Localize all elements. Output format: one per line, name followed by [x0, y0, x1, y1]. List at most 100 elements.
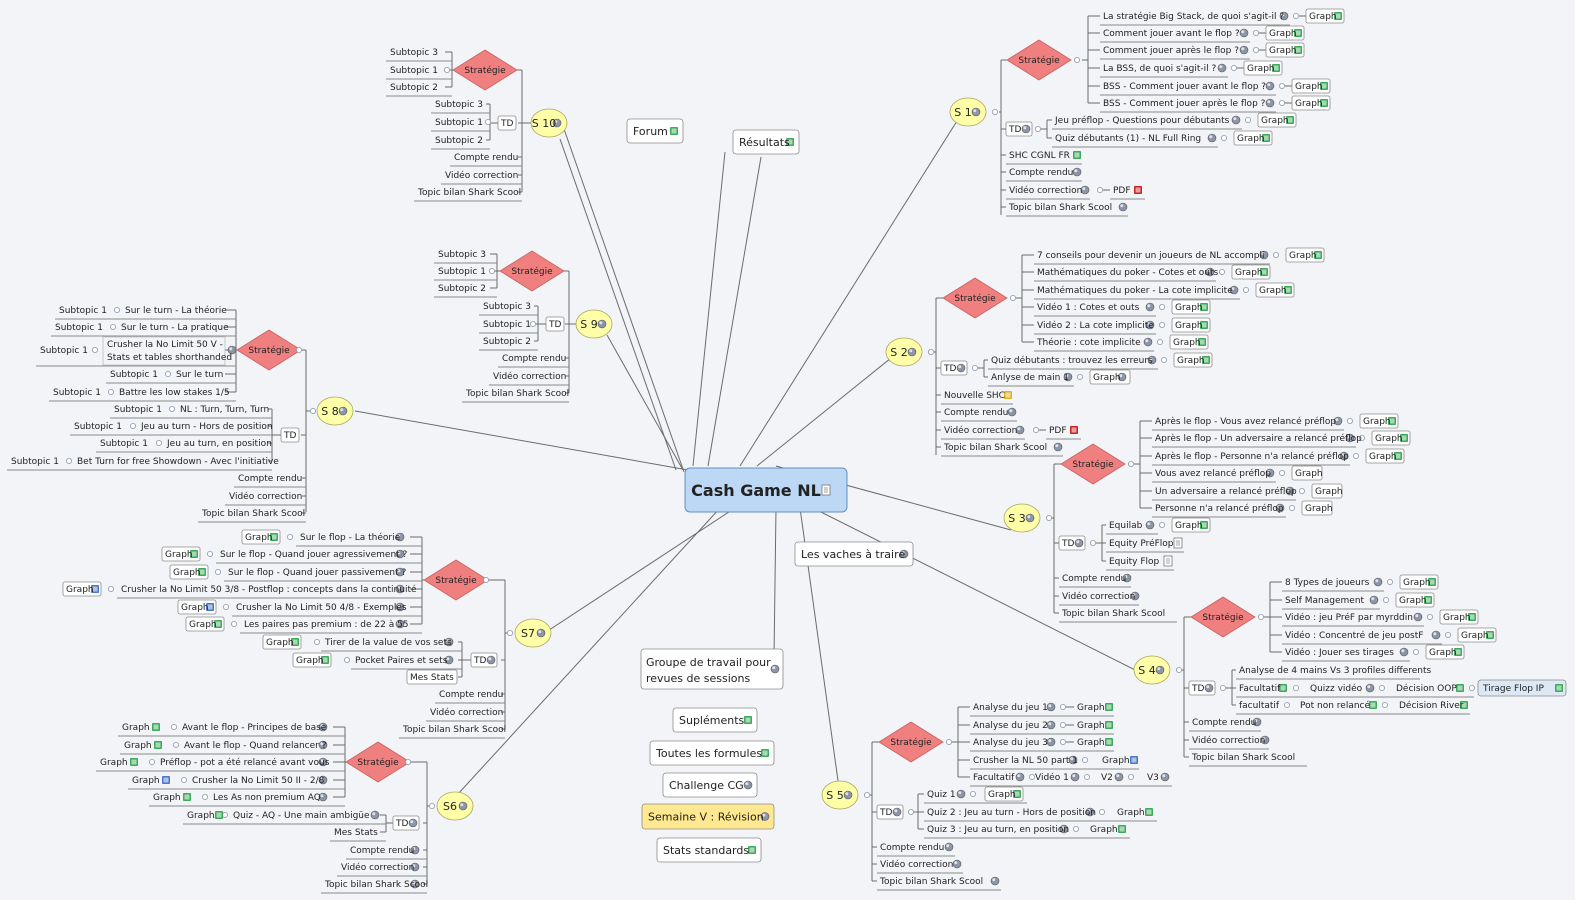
resultats-node[interactable] [732, 129, 800, 155]
connector-icon [946, 739, 953, 746]
globe-icon [395, 567, 405, 577]
graph-label: Graph [1235, 268, 1263, 278]
graph-icon [1388, 417, 1396, 425]
session-s9[interactable] [575, 309, 613, 339]
connector-icon [108, 586, 115, 593]
session-s3[interactable] [1003, 503, 1041, 533]
stats-node[interactable] [656, 837, 762, 863]
strategie-node[interactable] [236, 329, 302, 371]
session-label: S 9 [580, 318, 597, 331]
strategie-node[interactable] [878, 721, 944, 763]
tirage-node[interactable] [1477, 679, 1567, 697]
subtopic-label: Subtopic 1 [59, 306, 107, 316]
session-s2[interactable] [885, 337, 923, 367]
suplements-node[interactable] [672, 707, 758, 733]
strategie-node[interactable] [452, 49, 518, 91]
connector-icon [428, 803, 435, 810]
graph-node[interactable] [1291, 465, 1323, 481]
graph-label: Graph [1305, 504, 1333, 514]
globe-icon [1072, 167, 1082, 177]
graph-node[interactable] [1311, 483, 1343, 499]
strategie-node[interactable] [499, 250, 565, 292]
graph-node[interactable] [1301, 500, 1333, 516]
formules-node-label: Toutes les formules [655, 747, 762, 760]
graph-label: Graph [189, 620, 217, 630]
mes-stats-node[interactable] [406, 669, 458, 685]
connector-icon [1159, 522, 1166, 529]
topic-label: 8 Types de joueurs [1285, 578, 1370, 588]
subtopic-label: Subtopic 1 [390, 66, 438, 76]
subtopic-label: Subtopic 1 [438, 267, 486, 277]
globe-icon [318, 775, 328, 785]
topic-label: Vidéo correction [229, 491, 302, 502]
topic-label: Mes Stats [410, 673, 454, 683]
topic-label: Stats et tables shorthanded [107, 353, 232, 363]
topic-label: Crusher la No Limit 50 II - 2/8 [192, 776, 325, 786]
globe-icon [956, 363, 966, 373]
globe-icon [1130, 591, 1140, 601]
graph-label: Graph [1269, 29, 1297, 39]
globe-icon [318, 722, 328, 732]
graph-label: Graph [1403, 578, 1431, 588]
strategie-node[interactable] [942, 277, 1008, 319]
session-s1[interactable] [949, 97, 987, 127]
graph-label: Graph [1429, 648, 1457, 658]
strategie-node[interactable] [1190, 596, 1256, 638]
connector-icon [1382, 702, 1389, 709]
strategie-node[interactable] [345, 741, 411, 783]
session-s6[interactable] [436, 791, 474, 821]
globe-icon [843, 790, 853, 800]
connector-icon [1445, 632, 1452, 639]
strategie-node[interactable] [423, 559, 489, 601]
vaches-node[interactable] [794, 541, 914, 567]
strategie-label: Stratégie [1018, 55, 1060, 66]
globe-icon [770, 664, 780, 674]
connector-icon [1293, 685, 1300, 692]
topic-label: Après le flop - Personne n'a relancé pré… [1155, 451, 1349, 462]
strategie-node[interactable] [1006, 39, 1072, 81]
topic-label: Personne n'a relancé préflop [1155, 503, 1284, 514]
graph-icon [1320, 82, 1328, 90]
session-s5[interactable] [821, 780, 859, 810]
connector-icon [1427, 614, 1434, 621]
topic-label: Quiz 1 [927, 790, 956, 800]
session-s4[interactable] [1133, 655, 1171, 685]
forum-node[interactable] [626, 118, 684, 144]
formules-node[interactable] [649, 740, 775, 766]
globe-icon [1339, 451, 1349, 461]
topic-label: Compte rendu [1009, 168, 1073, 178]
td-label: TD [283, 431, 296, 441]
globe-icon [1118, 202, 1128, 212]
strategie-label: Stratégie [357, 757, 399, 768]
graph-icon [1200, 303, 1208, 311]
challenge-node[interactable] [662, 772, 758, 798]
topic-label: Vidéo correction [445, 170, 518, 181]
globe-icon [1231, 115, 1241, 125]
td-node[interactable] [280, 427, 300, 443]
session-s10[interactable] [530, 108, 568, 138]
globe-icon [1059, 824, 1069, 834]
central-node[interactable] [684, 467, 848, 513]
connector-icon [1273, 251, 1280, 258]
td-node[interactable] [545, 316, 565, 332]
connector-icon [1221, 134, 1228, 141]
session-s8[interactable] [316, 396, 354, 426]
strategie-label: Stratégie [511, 266, 553, 277]
main-branch [354, 410, 689, 471]
strategie-node[interactable] [1060, 443, 1126, 485]
connector-icon [1161, 356, 1168, 363]
globe-icon [1259, 250, 1269, 260]
topic-label: Vidéo 2 : La cote implicite [1037, 320, 1154, 331]
connector-icon [1077, 373, 1084, 380]
groupe-node[interactable] [640, 648, 784, 690]
session-s7[interactable] [514, 618, 552, 648]
connector-icon [309, 407, 316, 414]
graph-label: Graph [173, 568, 201, 578]
subtopic-label: Subtopic 1 [114, 405, 162, 415]
groupe-label: Groupe de travail pour [646, 656, 771, 669]
semaine-node[interactable] [641, 803, 775, 830]
topic-label: Vidéo correction [430, 707, 503, 718]
td-node[interactable] [497, 115, 517, 131]
graph-label: Graph [1369, 452, 1397, 462]
main-branch [756, 357, 892, 467]
